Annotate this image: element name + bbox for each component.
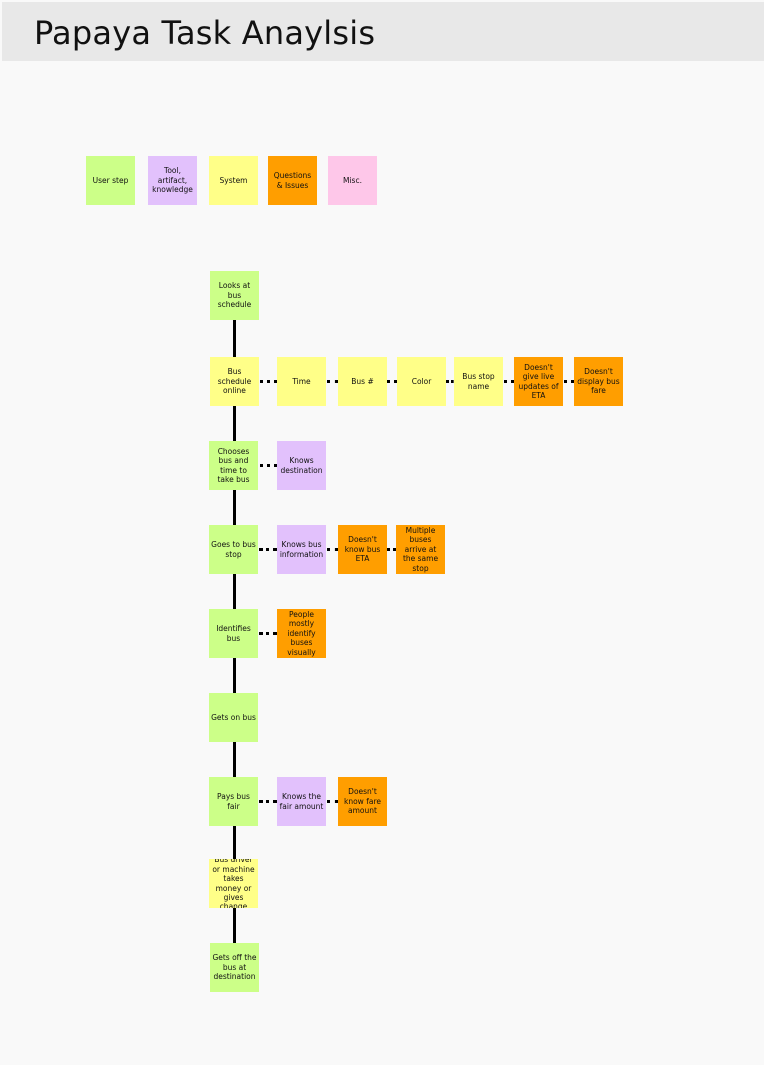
dotted-connector <box>327 380 338 383</box>
connector-line <box>233 490 236 526</box>
issue-unknown-bus-eta: Doesn't know bus ETA <box>338 525 387 574</box>
dotted-connector <box>260 380 277 383</box>
issue-no-bus-fare: Doesn't display bus fare <box>574 357 623 406</box>
legend-user-step: User step <box>86 156 135 205</box>
legend-questions-issues: Questions & Issues <box>268 156 317 205</box>
legend-system: System <box>209 156 258 205</box>
step-bus-schedule-online: Bus schedule online <box>210 357 259 406</box>
step-gets-off-bus: Gets off the bus at destination <box>210 943 259 992</box>
detail-bus-number: Bus # <box>338 357 387 406</box>
detail-bus-stop-name: Bus stop name <box>454 357 503 406</box>
legend-misc: Misc. <box>328 156 377 205</box>
step-chooses-bus-and-time: Chooses bus and time to take bus <box>209 441 258 490</box>
dotted-connector <box>259 548 277 551</box>
dotted-connector <box>504 380 514 383</box>
issue-identify-buses-visually: People mostly identify buses visually <box>277 609 326 658</box>
issue-unknown-fare-amount: Doesn't know fare amount <box>338 777 387 826</box>
dotted-connector <box>327 800 338 803</box>
step-pays-bus-fair: Pays bus fair <box>209 777 258 826</box>
connector-line <box>233 320 236 358</box>
issue-no-live-eta: Doesn't give live updates of ETA <box>514 357 563 406</box>
dotted-connector <box>259 632 277 635</box>
connector-line <box>233 742 236 778</box>
dotted-connector <box>564 380 574 383</box>
step-identifies-bus: Identifies bus <box>209 609 258 658</box>
dotted-connector <box>387 380 397 383</box>
knowledge-knows-fair-amount: Knows the fair amount <box>277 777 326 826</box>
page-title: Papaya Task Anaylsis <box>34 14 376 52</box>
legend-tool-artifact-knowledge: Tool, artifact, knowledge <box>148 156 197 205</box>
knowledge-knows-destination: Knows destination <box>277 441 326 490</box>
issue-multiple-buses-same-stop: Multiple buses arrive at the same stop <box>396 525 445 574</box>
step-driver-takes-money: Bus driver or machine takes money or giv… <box>209 859 258 908</box>
dotted-connector <box>327 548 338 551</box>
connector-line <box>233 658 236 694</box>
step-goes-to-bus-stop: Goes to bus stop <box>209 525 258 574</box>
dotted-connector <box>387 548 396 551</box>
knowledge-knows-bus-information: Knows bus information <box>277 525 326 574</box>
title-bar: Papaya Task Anaylsis <box>2 2 764 61</box>
dotted-connector <box>446 380 454 383</box>
dotted-connector <box>260 464 277 467</box>
detail-time: Time <box>277 357 326 406</box>
step-gets-on-bus: Gets on bus <box>209 693 258 742</box>
connector-line <box>233 908 236 944</box>
connector-line <box>233 406 236 442</box>
connector-line <box>233 826 236 860</box>
step-looks-at-bus-schedule: Looks at bus schedule <box>210 271 259 320</box>
dotted-connector <box>259 800 277 803</box>
detail-color: Color <box>397 357 446 406</box>
connector-line <box>233 574 236 610</box>
